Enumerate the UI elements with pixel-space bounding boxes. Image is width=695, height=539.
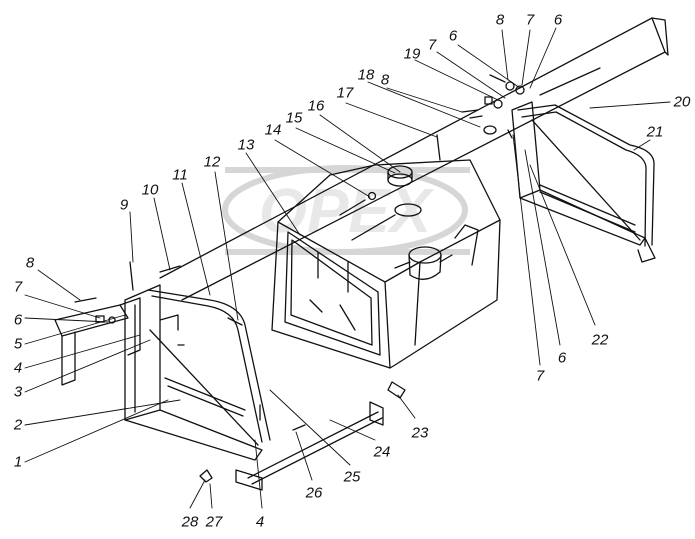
callout-22: 22 bbox=[591, 331, 609, 349]
callout-20: 20 bbox=[673, 93, 691, 111]
left-strap bbox=[147, 289, 271, 443]
fasteners bbox=[74, 74, 525, 483]
callout-6b: 6 bbox=[448, 27, 458, 45]
callout-16: 16 bbox=[307, 97, 325, 115]
left-bracket bbox=[124, 284, 263, 461]
callout-9: 9 bbox=[119, 196, 129, 214]
right-strap bbox=[517, 104, 655, 247]
callout-8b: 8 bbox=[380, 71, 390, 89]
callout-23: 23 bbox=[411, 424, 429, 442]
callout-11: 11 bbox=[172, 166, 188, 184]
callout-4a: 4 bbox=[13, 359, 23, 377]
callout-13: 13 bbox=[237, 136, 255, 154]
callout-7d: 7 bbox=[535, 367, 545, 385]
callout-25: 25 bbox=[343, 468, 361, 486]
callout-6a: 6 bbox=[13, 311, 23, 329]
callout-4b: 4 bbox=[255, 513, 265, 531]
callout-15: 15 bbox=[285, 109, 303, 127]
callout-14: 14 bbox=[264, 121, 282, 139]
callout-7b: 7 bbox=[427, 36, 437, 54]
fuel-tank bbox=[271, 159, 501, 369]
frame-rail bbox=[159, 17, 669, 301]
callout-21: 21 bbox=[646, 123, 664, 141]
left-mount-plate bbox=[54, 297, 141, 386]
callout-18: 18 bbox=[357, 66, 375, 84]
callout-6d: 6 bbox=[557, 349, 567, 367]
callout-17: 17 bbox=[336, 84, 354, 102]
right-bracket bbox=[511, 101, 656, 263]
callout-19: 19 bbox=[403, 45, 421, 63]
callout-8c: 8 bbox=[495, 11, 505, 29]
callout-27: 27 bbox=[205, 513, 223, 531]
callout-26: 26 bbox=[305, 484, 323, 502]
callout-1: 1 bbox=[13, 453, 23, 471]
callout-10: 10 bbox=[141, 181, 159, 199]
leader-lines bbox=[24, 27, 671, 509]
callout-12: 12 bbox=[203, 153, 221, 171]
callout-2: 2 bbox=[13, 416, 23, 434]
callout-8a: 8 bbox=[25, 254, 35, 272]
tie-rod bbox=[235, 401, 384, 491]
callout-3: 3 bbox=[13, 383, 23, 401]
callout-5: 5 bbox=[13, 335, 23, 353]
callout-28: 28 bbox=[181, 513, 199, 531]
callout-7a: 7 bbox=[13, 278, 23, 296]
callout-6c: 6 bbox=[553, 11, 563, 29]
callout-7c: 7 bbox=[525, 11, 535, 29]
callout-24: 24 bbox=[373, 443, 391, 461]
